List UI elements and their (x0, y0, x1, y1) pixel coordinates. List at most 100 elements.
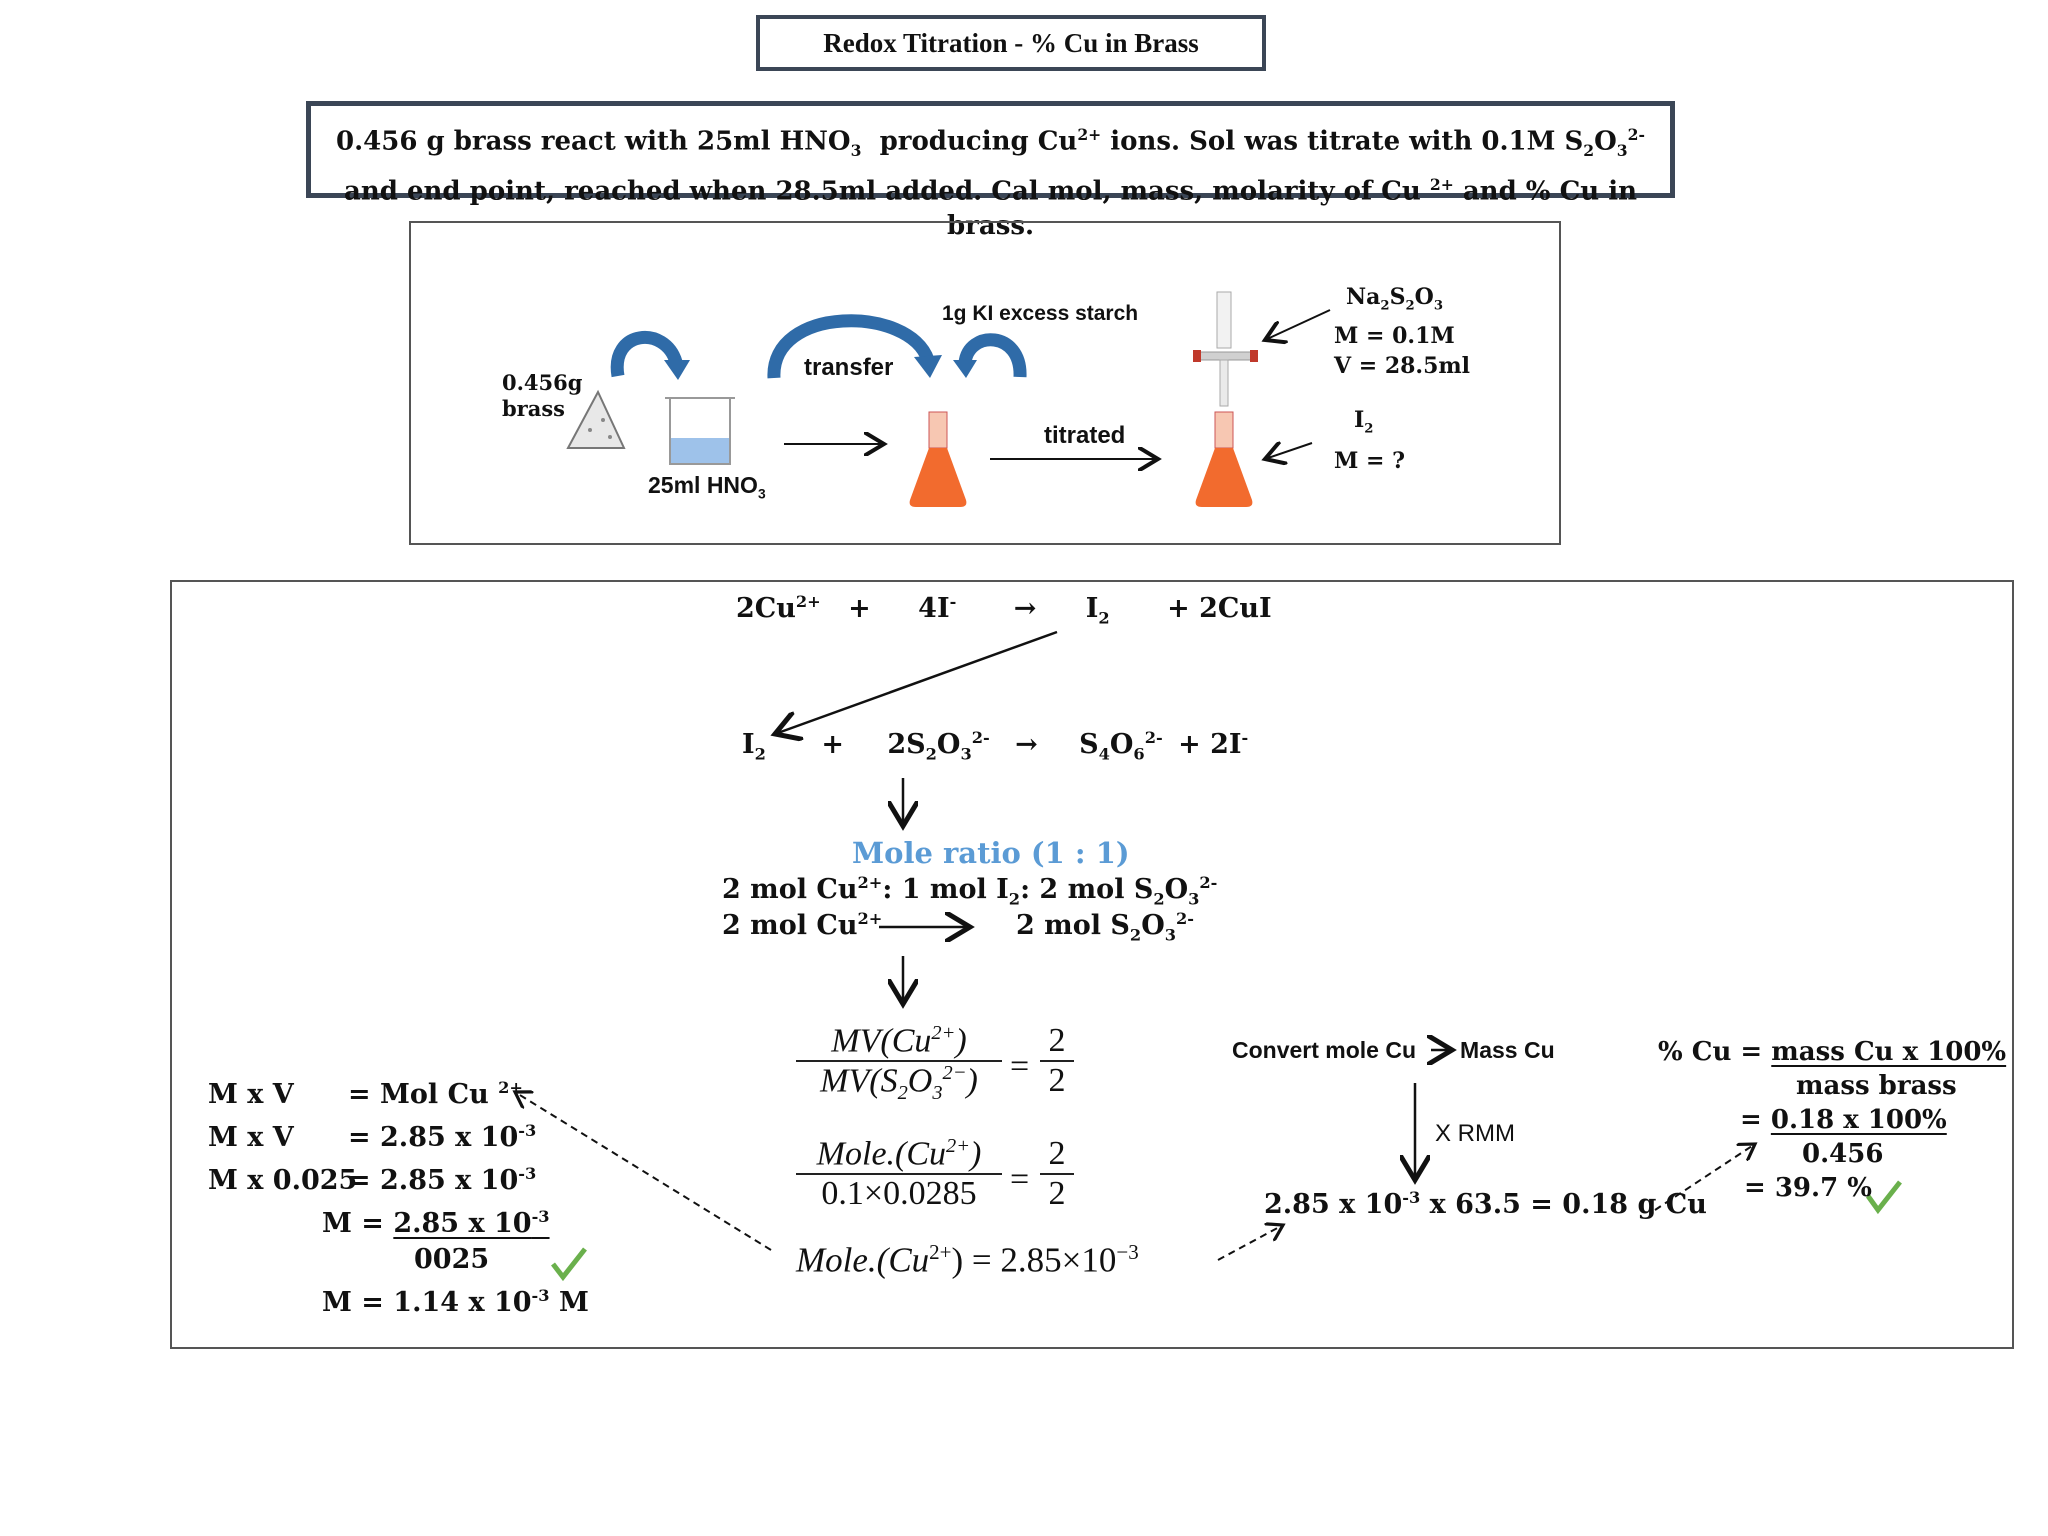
superscript: 2- (1144, 728, 1163, 747)
titrant-text: O (1414, 284, 1434, 310)
molarity-numerator: 2.85 x 10-3 (393, 1207, 550, 1239)
superscript: -3 (1402, 1188, 1421, 1207)
formula-text: Mole.(Cu (796, 1240, 930, 1280)
apparatus-diagram (409, 221, 1561, 545)
problem-statement: 0.456 g brass react with 25ml HNO3 produ… (306, 101, 1675, 241)
superscript: 2+ (1429, 174, 1454, 194)
superscript: 2- (1175, 909, 1194, 928)
molarity-line: M x 0.025= 2.85 x 10-3 (208, 1156, 589, 1199)
check-icon (1865, 1180, 1902, 1215)
superscript: 2+ (795, 592, 821, 611)
molarity-text: 2.85 x 10 (393, 1208, 532, 1239)
molarity-text: M x V (208, 1122, 294, 1153)
flask-icon (1195, 411, 1253, 507)
subscript: 6 (1133, 744, 1145, 764)
fraction-numerator: Mole.(Cu2+) (816, 1135, 982, 1173)
subscript: 2 (1405, 298, 1415, 314)
superscript: 2+ (931, 1022, 956, 1044)
flask-iodine: I2 (1334, 404, 1405, 445)
subscript: 3 (757, 486, 766, 502)
superscript: -3 (531, 1286, 550, 1305)
acid-label: 25ml HNO3 (648, 472, 766, 502)
percent-denominator: mass brass (1796, 1071, 1957, 1101)
fraction-bar (1040, 1060, 1074, 1062)
subscript: 3 (1616, 140, 1628, 160)
fraction-bar (796, 1060, 1002, 1063)
problem-line-2: and end point, reached when 28.5ml added… (311, 168, 1670, 243)
mole-result: Mole.(Cu2+) = 2.85×10−3 (796, 1240, 1139, 1281)
fraction-denominator: 2 (1048, 1175, 1066, 1212)
percent-numerator: mass Cu x 100% (1771, 1037, 2007, 1067)
product-text: S (1079, 729, 1099, 760)
percent-line: % Cu = mass Cu x 100% (1658, 1035, 2006, 1069)
subscript: 3 (1188, 889, 1200, 909)
superscript: 2− (942, 1062, 967, 1085)
ratio-text: O (1141, 910, 1165, 941)
mass-text: x 63.5 = 0.18 g Cu (1429, 1189, 1707, 1220)
subscript: 3 (1164, 925, 1176, 945)
fraction-numerator: MV(Cu2+) (831, 1022, 967, 1060)
dashed-arrow (1217, 1225, 1283, 1261)
superscript: 2+ (1077, 125, 1102, 144)
mass-calculation: 2.85 x 10-3 x 63.5 = 0.18 g Cu (1264, 1188, 1707, 1220)
flask-molarity: M = ? (1334, 448, 1405, 475)
molarity-text: = Mol Cu (348, 1079, 489, 1110)
flask-label: I2 M = ? (1334, 404, 1405, 477)
plus-sign: + (848, 593, 871, 624)
burette-icon (1193, 291, 1258, 407)
superscript: -3 (531, 1207, 550, 1226)
fraction-denominator: MV(S2O32−) (820, 1062, 978, 1105)
fraction-numerator: 2 (1048, 1135, 1066, 1172)
subscript: 3 (960, 744, 972, 764)
problem-text: O (1594, 126, 1617, 157)
ratio-text: O (1164, 874, 1189, 905)
fraction-ratio: 2 2 (1040, 1022, 1074, 1100)
product-text: I (1085, 593, 1099, 624)
mole-ratio-heading: Mole ratio (1 : 1) (852, 836, 1130, 870)
fraction-denominator: 0.1×0.0285 (821, 1175, 977, 1213)
molarity-line: M x V = 2.85 x 10-3 (208, 1113, 589, 1156)
superscript: 2- (1627, 125, 1645, 144)
product-text: + 2CuI (1167, 593, 1272, 624)
reaction-2: I2 + 2S2O32- → S4O62- + 2I- (742, 728, 1248, 763)
subscript: 2 (1153, 889, 1165, 909)
formula-text: MV(S (820, 1062, 898, 1100)
check-icon (551, 1247, 587, 1282)
calculation-box (170, 580, 2014, 1349)
equals-sign: = (1010, 1048, 1030, 1085)
molarity-text: = 2.85 x 10 (348, 1122, 519, 1153)
molarity-text: = 2.85 x 10 (348, 1165, 519, 1196)
subscript: 2 (1098, 608, 1110, 628)
superscript: -3 (518, 1121, 537, 1140)
reactant-text: 2S (887, 729, 926, 760)
fraction-numerator: 2 (1048, 1022, 1066, 1059)
problem-text: ions. Sol was titrate with 0.1M S (1110, 126, 1584, 157)
rmm-label: X RMM (1435, 1120, 1515, 1147)
brass-pile-icon (566, 389, 626, 449)
molarity-text: M x V (208, 1079, 294, 1110)
percent-text: = (1740, 1105, 1762, 1135)
molarity-text: M = (322, 1208, 384, 1239)
percent-line: = 0.18 x 100% (1658, 1103, 2006, 1137)
mass-text: 2.85 x 10 (1264, 1189, 1403, 1220)
fraction-mole: Mole.(Cu2+) 0.1×0.0285 (796, 1135, 1002, 1213)
fraction-bar (796, 1173, 1002, 1176)
plus-sign: + (821, 729, 844, 760)
reaction-arrow-glyph: → (1015, 729, 1038, 760)
subscript: 2 (897, 1082, 908, 1105)
subscript: 3 (1433, 298, 1443, 314)
titrant-formula: Na2S2O3 (1334, 282, 1470, 321)
reactant-text: O (936, 729, 961, 760)
curved-arrow-icon (610, 331, 690, 380)
product-text: O (1109, 729, 1134, 760)
subscript: 2 (1364, 421, 1374, 437)
equals-sign: = (1010, 1161, 1030, 1198)
beaker-icon (665, 397, 735, 465)
superscript: 2+ (857, 909, 883, 928)
subscript: 2 (1129, 925, 1142, 945)
formula-text: MV(Cu (831, 1022, 932, 1060)
formula-text: O (907, 1062, 933, 1100)
superscript: - (1241, 728, 1249, 747)
molarity-calculation: M x V= Mol Cu 2+ M x V= 2.85 x 10-3 M x … (208, 1070, 589, 1321)
molarity-text: M = 1.14 x 10 (322, 1287, 532, 1318)
